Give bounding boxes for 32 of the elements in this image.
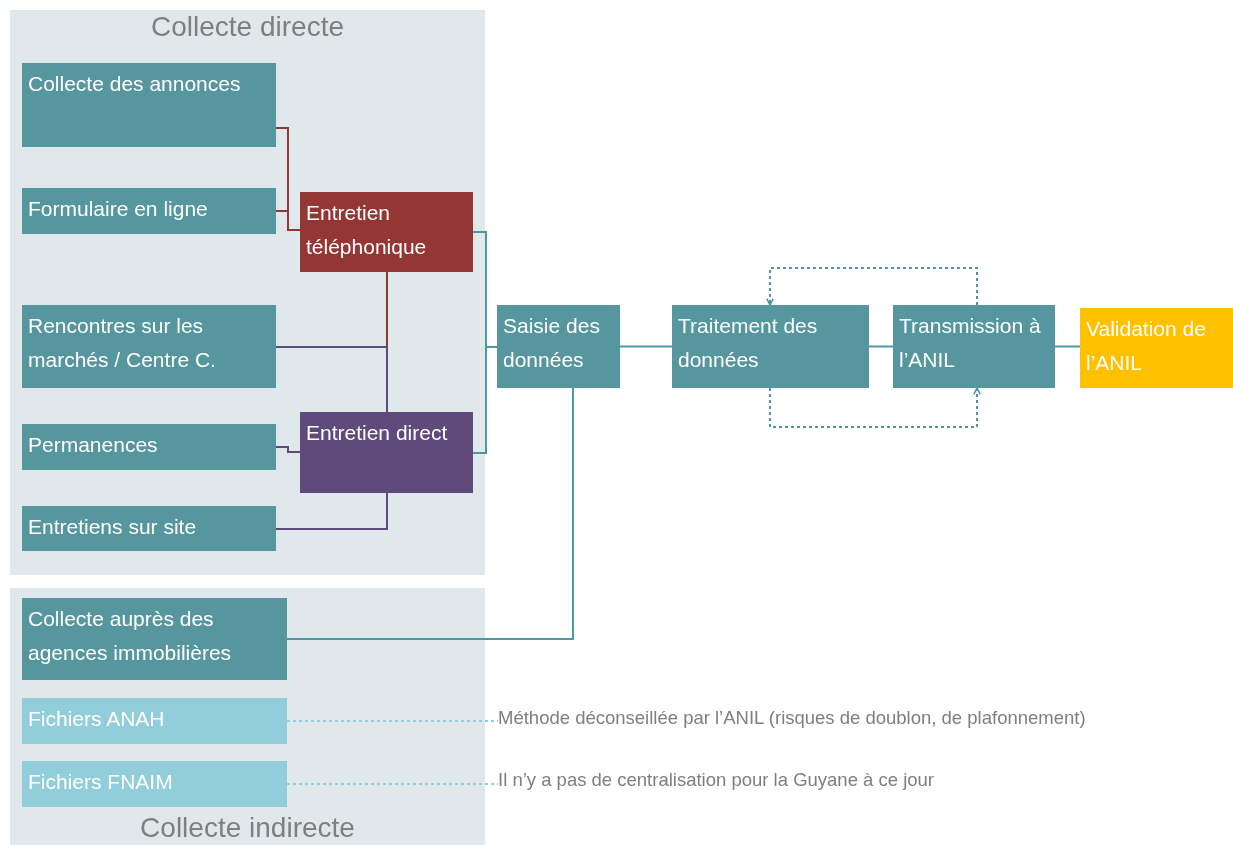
process-box: Rencontres sur les marchés / Centre C.: [22, 305, 276, 388]
connector-line: [275, 492, 388, 530]
arrow: [769, 387, 981, 428]
note-text: Méthode déconseillée par l’ANIL (risques de doublon, de plafonnement): [498, 706, 1198, 732]
connector-line: [619, 345, 673, 348]
process-box: Formulaire en ligne: [22, 188, 276, 234]
connector-line: [1054, 345, 1081, 348]
arrow: [766, 267, 978, 306]
group-panel: [10, 10, 485, 575]
process-box: Traitement des données: [672, 305, 869, 388]
note-text: Il n’y a pas de centralisation pour la Guyane à ce jour: [498, 768, 1058, 794]
group-title: Collecte indirecte: [139, 811, 356, 845]
group-title: Collecte directe: [150, 10, 345, 44]
process-box: Fichiers ANAH: [22, 698, 287, 744]
connector-line: [286, 387, 574, 640]
connector-line: [275, 210, 301, 231]
process-box: Fichiers FNAIM: [22, 761, 287, 807]
connector-line: [286, 783, 499, 785]
connector-line: [286, 720, 499, 722]
group-panel: [10, 588, 485, 845]
process-box: Saisie des données: [497, 305, 620, 388]
process-box: Entretien téléphonique: [300, 192, 473, 272]
connector-line: [868, 345, 894, 348]
process-box: Collecte des annonces: [22, 63, 276, 147]
process-box: Entretien direct: [300, 412, 473, 493]
process-box: Entretiens sur site: [22, 506, 276, 551]
connector-line: [275, 446, 301, 453]
process-box: Permanences: [22, 424, 276, 470]
process-box: Validation de l’ANIL: [1080, 308, 1233, 388]
process-box: Transmission à l’ANIL: [893, 305, 1055, 388]
connector-line: [275, 346, 388, 413]
process-box: Collecte auprès des agences immobilières: [22, 598, 287, 680]
